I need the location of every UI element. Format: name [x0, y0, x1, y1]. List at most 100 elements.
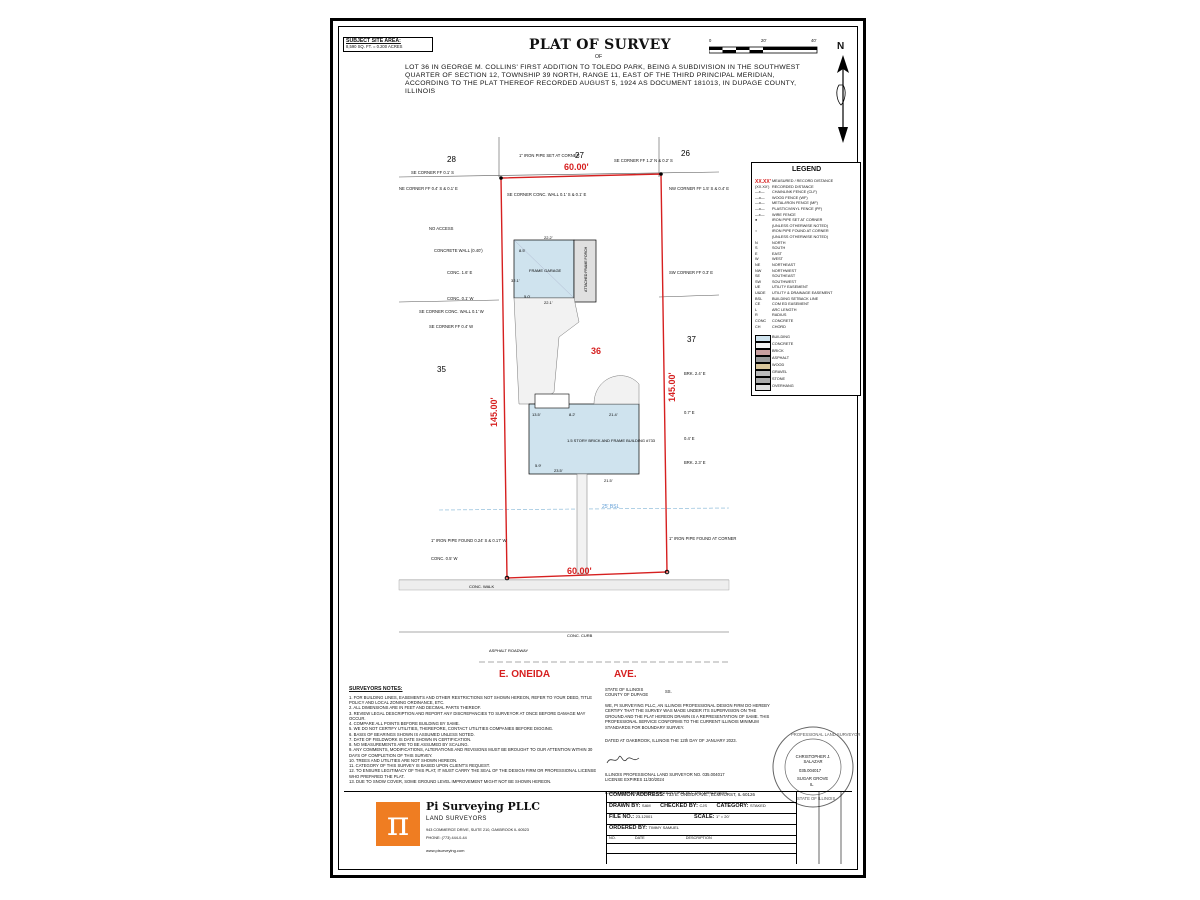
seal-bottom: STATE OF ILLINOIS	[797, 796, 836, 801]
callout-3: SE CORNER FF 0.1' S	[411, 170, 454, 175]
legend-text: MEASURED / RECORD DISTANCE	[772, 179, 834, 183]
legend-text: (UNLESS OTHERWISE NOTED)	[772, 235, 829, 239]
legend: LEGEND XX.XX'MEASURED / RECORD DISTANCE(…	[751, 162, 861, 396]
corner-ne-marker	[659, 172, 663, 176]
porch-label: ATTACHED FRAME PORCH	[584, 246, 588, 292]
note-item: 4. COMPARE ALL POINTS BEFORE BUILDING BY…	[349, 721, 460, 727]
lot-35: 35	[437, 365, 446, 374]
legend-text: SOUTH	[772, 246, 786, 251]
callout-9: CONC. 1.6' E	[447, 270, 473, 275]
legend-hatch-label: BRICK	[772, 349, 784, 353]
rev-no-header: NO.	[609, 836, 616, 840]
measure-11: 5.9'	[535, 463, 542, 468]
callout-18: 1" IRON PIPE FOUND 0.24' S & 0.17' W	[431, 538, 507, 543]
concrete-drive	[513, 297, 580, 405]
legend-text: WEST	[772, 257, 783, 262]
lot-27: 27	[575, 151, 584, 160]
legend-hatch-label: WOOD	[772, 363, 785, 367]
measure-10: 21.5'	[604, 478, 613, 483]
callout-20: CONC. 0.5' W	[431, 556, 458, 561]
legend-hatch-swatch	[755, 349, 771, 356]
scale-bar: 0 20' 40'	[709, 38, 829, 61]
roadway-label: ASPHALT ROADWAY	[489, 648, 529, 653]
note-item: 10. TREES AND UTILITIES ARE NOT SHOWN HE…	[349, 757, 458, 763]
legend-hatch-swatch	[755, 335, 771, 342]
legend-hatch-swatch	[755, 356, 771, 363]
note-item: 3. REVIEW LEGAL DESCRIPTION AND REPORT A…	[349, 710, 586, 721]
sheet-inner-border: SUBJECT SITE AREA: 8,590 SQ. FT. = 0.200…	[338, 26, 861, 870]
ordered-by-label: ORDERED BY:	[609, 825, 648, 831]
walk-label: CONC. WALK	[469, 584, 495, 589]
tb-common-address: COMMON ADDRESS: 733 E. ONEIDA AVE., ELMH…	[607, 792, 797, 803]
west-adjacent-line	[398, 299, 500, 303]
file-no-label: FILE NO.:	[609, 814, 635, 820]
legend-text: CHORD	[772, 324, 786, 329]
legend-hatch-label: CONCRETE	[772, 342, 794, 346]
rev-desc-header: DESCRIPTION	[685, 836, 712, 840]
callout-2: SE CORNER FF 1.2' N & 0.2' S	[614, 158, 673, 163]
lot-26: 26	[681, 149, 690, 158]
note-item: 11. CATEGORY OF THIS SURVEY IS BASED UPO…	[349, 763, 491, 769]
legend-text: IRON PIPE SET AT CORNER	[772, 218, 823, 223]
title-block-side-notes	[796, 792, 863, 864]
legend-symbol: —o—	[755, 201, 765, 206]
note-item: 12. TO ENSURE LEGITIMACY OF THIS PLAT, I…	[349, 768, 597, 779]
garage-label: FRAME GARAGE	[529, 268, 562, 273]
legend-symbol: —o—	[755, 195, 765, 200]
legend-hatch-swatch	[755, 377, 771, 384]
legend-symbol: U&DE	[755, 291, 766, 295]
rev-date-header: DATE	[634, 836, 645, 840]
curb-label: CONC. CURB	[567, 633, 593, 638]
callout-8: CONCRETE WALL (0.40')	[434, 248, 483, 253]
house-step	[534, 393, 570, 409]
surveyor-notes: SURVEYORS NOTES: 1. FOR BUILDING LINES, …	[349, 686, 599, 784]
callout-11: CONC. 0.1' W	[447, 296, 474, 301]
measure-4: 32.1'	[511, 278, 520, 283]
legend-hatch-label: STONE	[772, 377, 786, 381]
legend-symbol: (XX.XX')	[755, 184, 770, 189]
note-item: 5. WE DO NOT CERTIFY UTILITIES, THEREFOR…	[349, 726, 554, 732]
legend-symbol: E	[755, 251, 758, 256]
firm-sub: LAND SURVEYORS	[426, 816, 487, 822]
title-block-table: COMMON ADDRESS: 733 E. ONEIDA AVE., ELMH…	[606, 792, 797, 864]
measure-8: 21.4'	[609, 412, 618, 417]
site-area-label: SUBJECT SITE AREA:	[346, 38, 401, 44]
dim-bottom: 60.00'	[567, 566, 592, 576]
note-item: 1. FOR BUILDING LINES, EASEMENTS AND OTH…	[349, 694, 592, 706]
site-area-box: SUBJECT SITE AREA: 8,590 SQ. FT. = 0.200…	[343, 37, 433, 52]
page-title: PLAT OF SURVEY	[529, 37, 671, 53]
corner-sw-marker	[504, 575, 510, 581]
legend-symbol: SW	[755, 279, 762, 284]
legend-hatch-swatch	[755, 370, 771, 377]
scale-tick-20: 20'	[761, 38, 767, 43]
conc-walk	[398, 579, 730, 591]
legend-symbol: W	[755, 257, 759, 262]
legend-symbol: BSL	[755, 296, 763, 301]
common-address-value: 733 E. ONEIDA AVE., ELMHURST, IL 60126	[666, 792, 756, 797]
category-label: CATEGORY:	[716, 803, 749, 809]
drawn-by-label: DRAWN BY:	[609, 803, 641, 809]
legend-hatch-swatch	[755, 363, 771, 370]
legend-symbol: —x—	[755, 190, 765, 195]
callout-1: 1" IRON PIPE SET AT CORNER	[519, 153, 580, 158]
legend-hatch-label: GRAVEL	[772, 370, 788, 374]
certification-block: STATE OF ILLINOIS COUNTY OF DUPAGE SS. W…	[605, 687, 773, 795]
legend-symbol: NW	[755, 268, 762, 273]
corner-se-marker	[664, 569, 670, 575]
legend-symbol: NE	[755, 263, 761, 267]
measure-5: 5.0'	[524, 294, 531, 299]
legend-symbol: —x—	[755, 212, 765, 217]
notes-title: SURVEYORS NOTES:	[349, 686, 403, 692]
callout-7: NO ACCESS	[429, 226, 454, 231]
seal-number: 035.004017	[799, 768, 822, 773]
legend-symbol: CONC	[755, 319, 767, 323]
seal-state-abbr: IL	[810, 782, 814, 787]
legend-text: CHAINLINK FENCE (CLF)	[772, 190, 817, 195]
legend-hatch-swatch	[755, 384, 771, 391]
setback-label: 25' BSL	[602, 504, 620, 510]
cert-county: COUNTY OF DUPAGE	[605, 692, 649, 697]
house-footprint	[528, 403, 640, 475]
tb-drawn-row: DRAWN BY: SAM CHECKED BY: CJS CATEGORY: …	[607, 803, 797, 814]
tb-file-row: FILE NO.: 23-12001 SCALE: 1" = 20'	[607, 814, 797, 825]
scale-tick-0: 0	[709, 38, 712, 43]
